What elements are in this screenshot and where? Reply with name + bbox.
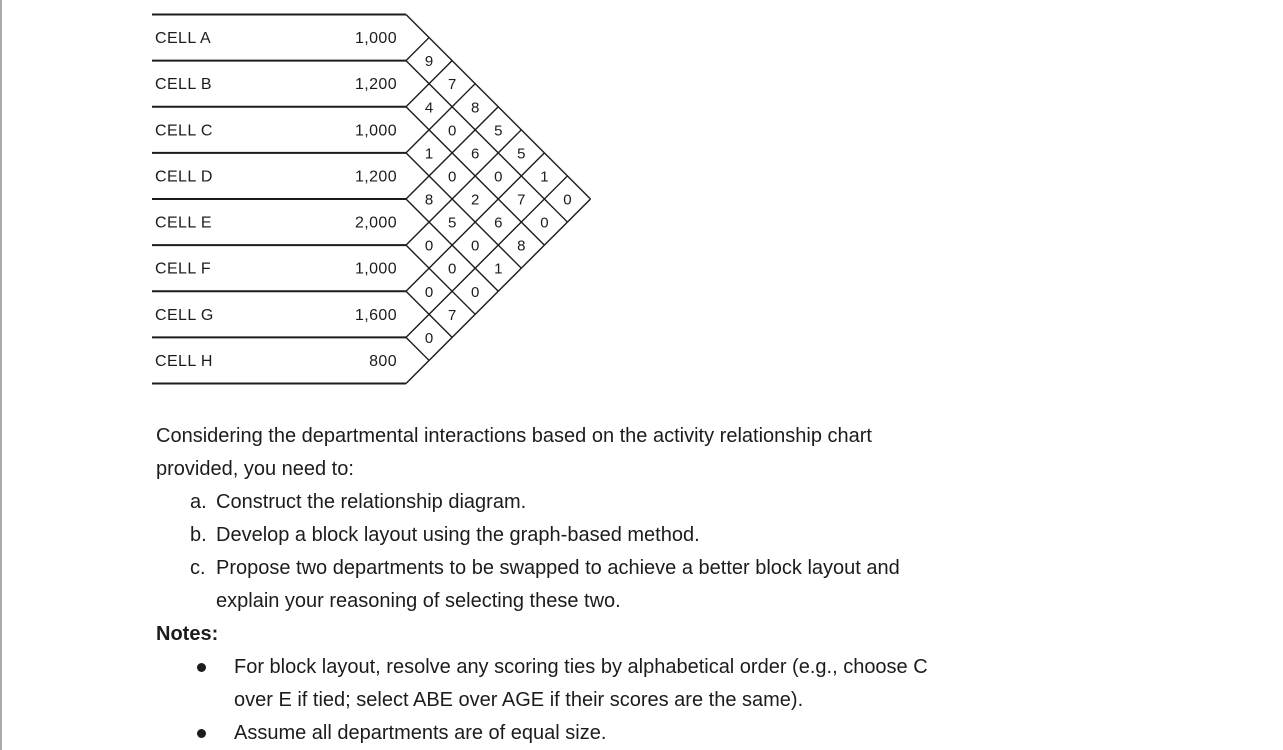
task-marker: c.: [190, 557, 206, 579]
rel-chart-rating-AG: 1: [540, 168, 548, 185]
rel-chart-rating-BC: 4: [425, 99, 433, 116]
task-text: Develop a block layout using the graph-b…: [216, 524, 700, 546]
bullet-icon: [197, 729, 206, 738]
task-item-b: b. Develop a block layout using the grap…: [156, 519, 928, 552]
bullet-icon: [197, 663, 206, 672]
rel-chart-rating-DH: 1: [494, 261, 502, 278]
rel-chart-area-value-D: 1,200: [355, 168, 397, 185]
rel-chart-area-value-A: 1,000: [355, 30, 397, 47]
rel-chart-rating-CF: 2: [471, 192, 479, 209]
rel-chart-cell-label-F: CELL F: [155, 261, 211, 278]
rel-chart-diagonal: [405, 129, 522, 246]
rel-chart-cell-label-E: CELL E: [155, 215, 212, 232]
page-scan-edge: [0, 0, 2, 750]
task-marker: b.: [190, 524, 207, 546]
rel-chart-rating-BH: 0: [540, 215, 548, 232]
rel-chart-rating-CG: 6: [494, 215, 502, 232]
rel-chart-rating-EF: 0: [425, 238, 433, 255]
task-item-a: a. Construct the relationship diagram.: [156, 486, 928, 519]
rel-chart-rating-AE: 5: [494, 122, 502, 139]
rel-chart-diagonal: [405, 152, 522, 269]
rel-chart-cell-label-C: CELL C: [155, 122, 213, 139]
rel-chart-rating-BF: 0: [494, 168, 502, 185]
rel-chart-diagonal: [405, 336, 430, 361]
rel-chart-rating-EG: 0: [448, 261, 456, 278]
intro-line: provided, you need to:: [156, 458, 354, 480]
rel-chart-area-value-F: 1,000: [355, 261, 397, 278]
note-item: Assume all departments are of equal size…: [156, 717, 928, 750]
rel-chart-rating-EH: 0: [471, 284, 479, 301]
rel-chart-rating-CE: 0: [448, 168, 456, 185]
task-text-line: Propose two departments to be swapped to…: [216, 557, 900, 579]
rel-chart-diagonal: [405, 244, 476, 315]
rel-chart-area-value-H: 800: [369, 353, 397, 370]
note-item: For block layout, resolve any scoring ti…: [156, 651, 928, 717]
note-text: For block layout, resolve any scoring ti…: [234, 651, 928, 717]
rel-chart-cell-label-H: CELL H: [155, 353, 213, 370]
rel-chart-rating-GH: 0: [425, 330, 433, 347]
note-text-line: For block layout, resolve any scoring ti…: [234, 656, 928, 678]
rel-chart-rating-BG: 7: [517, 192, 525, 209]
task-text: Propose two departments to be swapped to…: [216, 552, 900, 618]
rel-chart-cell-label-A: CELL A: [155, 30, 211, 47]
rel-chart-rating-AD: 8: [471, 99, 479, 116]
intro-line: Considering the departmental interaction…: [156, 425, 872, 447]
rel-chart-diagonal: [405, 37, 430, 62]
rel-chart-rating-AH: 0: [563, 192, 571, 209]
rel-chart-cell-label-D: CELL D: [155, 168, 213, 185]
rel-chart-area-value-G: 1,600: [355, 307, 397, 324]
rel-chart-rating-DF: 5: [448, 215, 456, 232]
note-text-line: over E if tied; select ABE over AGE if t…: [234, 689, 804, 711]
rel-chart-diagonal: [405, 198, 591, 384]
rel-chart-rating-DG: 0: [471, 238, 479, 255]
rel-chart-rating-AF: 5: [517, 145, 525, 162]
rel-chart-diagonal: [405, 60, 453, 108]
rel-chart-area-value-E: 2,000: [355, 215, 397, 232]
problem-statement: Considering the departmental interaction…: [156, 420, 928, 750]
rel-chart-cell-label-B: CELL B: [155, 76, 212, 93]
task-text-line: explain your reasoning of selecting thes…: [216, 590, 621, 612]
rel-chart-cell-label-G: CELL G: [155, 307, 214, 324]
task-marker: a.: [190, 491, 207, 513]
task-text: Construct the relationship diagram.: [216, 491, 527, 513]
rel-chart-rating-AB: 9: [425, 53, 433, 70]
rel-chart-area-value-C: 1,000: [355, 122, 397, 139]
rel-chart-diagonal: [405, 152, 545, 292]
rel-chart-diagonal: [405, 83, 476, 154]
rel-chart-area-value-B: 1,200: [355, 76, 397, 93]
rel-chart-rating-AC: 7: [448, 76, 456, 93]
task-item-c: c. Propose two departments to be swapped…: [156, 552, 928, 618]
rel-chart-rating-FG: 0: [425, 284, 433, 301]
rel-chart-diagonal: [405, 106, 499, 200]
rel-chart-rating-DE: 8: [425, 192, 433, 209]
note-text: Assume all departments are of equal size…: [234, 722, 607, 744]
rel-chart-diagonal: [405, 60, 568, 223]
rel-chart-rating-BD: 0: [448, 122, 456, 139]
rel-chart-rating-CH: 8: [517, 238, 525, 255]
notes-heading: Notes:: [156, 623, 219, 645]
rel-chart-rating-CD: 1: [425, 145, 433, 162]
rel-chart-rating-BE: 6: [471, 145, 479, 162]
rel-chart-rating-FH: 7: [448, 307, 456, 324]
rel-chart-diagonal: [405, 175, 568, 338]
